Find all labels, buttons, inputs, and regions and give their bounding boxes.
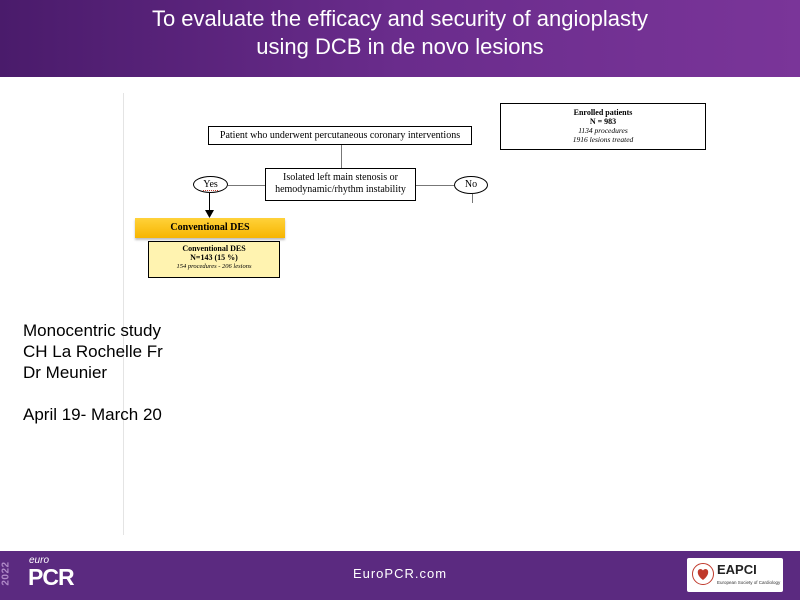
study-period: April 19- March 20 bbox=[23, 405, 162, 424]
study-type: Monocentric study bbox=[23, 321, 161, 340]
connector-no-down bbox=[472, 194, 473, 203]
no-label: No bbox=[464, 179, 478, 190]
eapci-logo: EAPCI European Society of Cardiology bbox=[687, 558, 783, 592]
enrolled-count: N = 983 bbox=[589, 117, 617, 126]
connector-yes bbox=[228, 185, 265, 186]
heart-icon bbox=[692, 563, 714, 585]
divider-line bbox=[123, 93, 124, 535]
decision-line1: Isolated left main stenosis or bbox=[283, 172, 398, 183]
yes-label: Yes bbox=[203, 179, 218, 191]
pci-box: Patient who underwent percutaneous coron… bbox=[208, 126, 472, 145]
decision-box: Isolated left main stenosis or hemodynam… bbox=[265, 168, 416, 201]
brand-euro: euro bbox=[29, 555, 50, 566]
study-info: Monocentric study CH La Rochelle Fr Dr M… bbox=[23, 320, 163, 425]
eapci-sub: European Society of Cardiology bbox=[717, 580, 781, 585]
enrolled-lesions: 1916 lesions treated bbox=[572, 135, 634, 144]
slide-title-line1: To evaluate the efficacy and security of… bbox=[151, 6, 649, 31]
conventional-des-box: Conventional DES N=143 (15 %) 154 proced… bbox=[148, 241, 280, 278]
enrolled-procedures: 1134 procedures bbox=[578, 126, 628, 135]
enrolled-patients-box: Enrolled patients N = 983 1134 procedure… bbox=[500, 103, 706, 150]
connector-yes-down bbox=[209, 193, 210, 213]
arrow-down-icon bbox=[205, 210, 214, 218]
decision-line2: hemodynamic/rhythm instability bbox=[275, 184, 406, 195]
study-author: Dr Meunier bbox=[23, 363, 108, 382]
eapci-name: EAPCI bbox=[717, 562, 757, 577]
slide-title-line2: using DCB in de novo lesions bbox=[256, 34, 544, 59]
slide-title: To evaluate the efficacy and security of… bbox=[0, 5, 800, 61]
connector-pci-to-question bbox=[341, 145, 342, 168]
conventional-detail: 154 procedures - 206 lesions bbox=[176, 263, 252, 270]
title-banner: To evaluate the efficacy and security of… bbox=[0, 0, 800, 77]
conventional-heading: Conventional DES bbox=[182, 244, 246, 253]
footer-bar bbox=[0, 551, 800, 600]
yes-oval: Yes bbox=[193, 176, 228, 193]
no-oval: No bbox=[454, 176, 488, 194]
study-center: CH La Rochelle Fr bbox=[23, 342, 163, 361]
conventional-des-banner: Conventional DES bbox=[135, 218, 285, 238]
brand-pcr-logo: PCR bbox=[28, 564, 75, 590]
connector-no bbox=[416, 185, 454, 186]
website-link[interactable]: EuroPCR.com bbox=[352, 566, 448, 581]
conventional-count: N=143 (15 %) bbox=[190, 253, 238, 262]
enrolled-heading: Enrolled patients bbox=[573, 108, 633, 117]
